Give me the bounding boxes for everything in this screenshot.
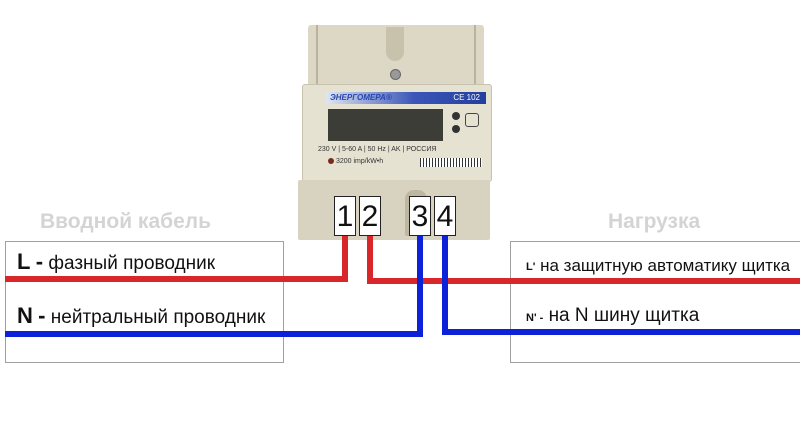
phase-text: фазный проводник [48,253,216,274]
neutral-text: нейтральный проводник [50,307,266,328]
meter-impulse: 3200 imp/kW•h [328,158,383,165]
separator: - [35,249,44,274]
phase-letter: L [17,249,31,274]
terminal-4[interactable]: 4 [434,196,456,236]
phase-text: на защитную автоматику щитка [540,256,791,275]
meter-model: CE 102 [453,93,480,102]
input-cable-title: Вводной кабель [40,210,212,233]
separator: - [38,303,46,328]
seal-screw-icon [390,69,401,80]
input-cable-box [5,241,284,363]
terminal-1[interactable]: 1 [334,196,356,236]
spec-class: AK [391,146,401,153]
load-neutral-label: N' - на N шину щитка [526,305,699,327]
load-box [510,241,800,363]
indicator-led-icon [452,125,460,133]
meter-brand-bar: ЭНЕРГОМЕРА® CE 102 [326,92,486,104]
terminal-2[interactable]: 2 [359,196,381,236]
meter-specs: 230 V | 5-60 A | 50 Hz | AK | РОССИЯ [318,146,437,153]
input-neutral-label: N - нейтральный проводник [17,303,265,329]
meter-top-cover [308,25,484,87]
phase-letter: L' [526,261,536,273]
indicator-led-icon [452,112,460,120]
neutral-letter: N' - [526,312,544,324]
load-phase-label: L' на защитную автоматику щитка [526,256,790,276]
spec-current: 5-60 A [342,146,362,153]
meter-brand: ЭНЕРГОМЕРА® [330,93,392,102]
load-title: Нагрузка [608,210,701,233]
spec-country: РОССИЯ [406,146,437,153]
spec-voltage: 230 V [318,146,337,153]
wire-neutral-out [442,236,800,335]
wire-neutral-in [5,236,423,337]
button-icon [465,113,479,127]
wire-phase-out [367,236,800,284]
input-phase-label: L - фазный проводник [17,249,215,275]
spec-frequency: 50 Hz [367,146,386,153]
terminal-3[interactable]: 3 [409,196,431,236]
meter-lcd-display [328,109,443,141]
neutral-letter: N [17,303,33,328]
wire-phase-in [5,236,348,282]
barcode-icon [420,158,482,167]
impulse-rate: 3200 imp/kW•h [335,158,384,165]
pulse-led-icon [328,158,334,164]
neutral-text: на N шину щитка [548,305,700,326]
